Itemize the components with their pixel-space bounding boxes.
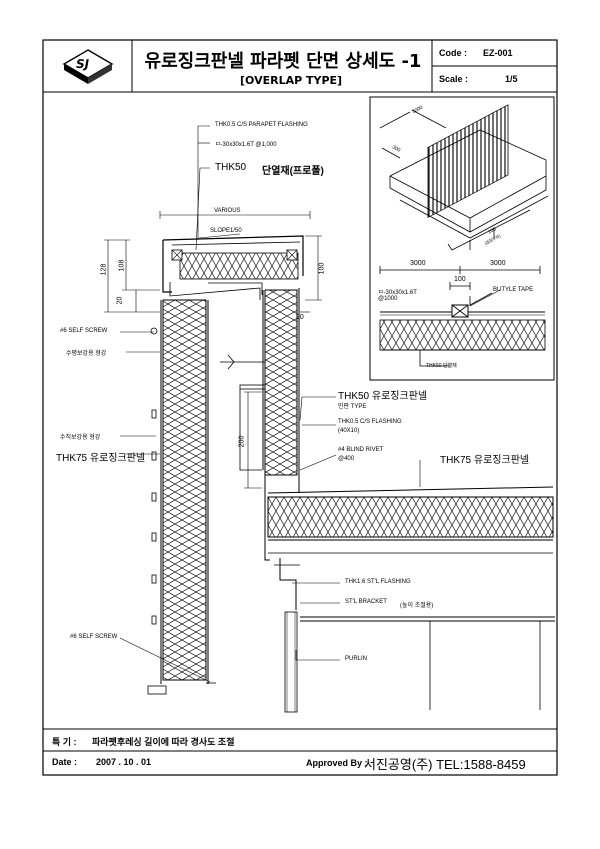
scale-label: Scale : [439,74,469,84]
label-thk75-right: THK75 유로징크판넬 [440,455,530,466]
label-stl-bracket-note: (높이 조절용) [400,603,434,609]
inset-thk50: THK50 단열재 [426,363,457,369]
dims-left [104,235,322,489]
dim-200: 200 [238,435,246,448]
label-insulation: THK50 [215,162,247,173]
label-vert-reinf: 수직보강용 형강 [60,435,101,441]
inset-dim-3000-right: 3000 [490,260,506,267]
label-blind-rivet-pitch: @400 [338,456,355,462]
label-self-screw-1: #6 SELF SCREW [60,328,108,334]
label-self-screw-2: #6 SELF SCREW [70,634,118,640]
date-label: Date : [52,757,78,767]
logo-mark [62,49,114,84]
company-contact: 서진공영(주) TEL:1588-8459 [364,757,526,772]
inset-section [379,266,546,367]
label-slope: SLOPE1/50 [210,228,242,234]
label-insulation-kr: 단열재(프로폴) [262,166,324,177]
inset-butyl-tape: BUTYLE TAPE [493,287,534,293]
inset-frame [369,96,555,381]
drawing-subtitle: [OVERLAP TYPE] [240,74,343,87]
inner-wall-panel [262,288,300,476]
fixings [147,327,266,695]
label-horiz-reinf: 수평보강용 형강 [66,351,107,357]
parapet-cap [159,211,311,300]
leaders [119,125,501,683]
label-blind-rivet: #4 BLIND RIVET [338,447,384,453]
label-stl-bracket: ST'L BRACKET [345,599,387,605]
label-parapet-flashing: THK0.5 C/S PARAPET FLASHING [215,122,308,128]
inset-dim-100: 100 [454,276,466,283]
drawing-title: 유로징크판넬 파라펫 단면 상세도 -1 [144,51,422,72]
bracket-purlin [274,558,555,713]
dim-20a: 20 [116,296,124,305]
label-thk75-left: THK75 유로징크판넬 [56,453,146,464]
dim-20b: 20 [296,314,304,321]
label-thk50-type: 민판 TYPE [338,404,367,410]
label-flashing-mid-size: (40X10) [338,428,360,434]
roof-panel [264,470,554,561]
inset-pipe: ㅁ-30x30x1.6T [378,290,417,296]
inset-pipe-pitch: @1000 [378,296,398,302]
label-stl-flashing: THK1.6 ST'L FLASHING [345,579,411,585]
remark-label: 특 기 : [52,737,77,747]
approved-label: Approved By : [306,758,368,768]
label-various: VARIOUS [214,208,241,214]
label-thk50-panel: THK50 유로징크판넬 [338,391,428,402]
remark-text: 파라펫후레싱 길이에 따라 경사도 조절 [92,737,235,747]
logo-text: SJ [74,57,91,71]
dim-100: 100 [318,262,326,275]
inset-isometric [379,104,549,251]
code-label: Code : [439,48,467,58]
code-value: EZ-001 [483,48,513,58]
left-wall-panel [160,299,209,684]
label-pipe: ㅁ-30x30x1.6T @1,000 [215,142,277,148]
inset-dim-3000-left: 3000 [410,260,426,267]
dim-128: 128 [100,263,108,276]
date-value: 2007 . 10 . 01 [96,757,152,767]
label-purlin: PURLIN [345,656,368,662]
label-flashing-mid: THK0.5 C/S FLASHING [338,419,402,425]
scale-value: 1/5 [505,74,518,84]
dim-108: 108 [118,259,126,272]
